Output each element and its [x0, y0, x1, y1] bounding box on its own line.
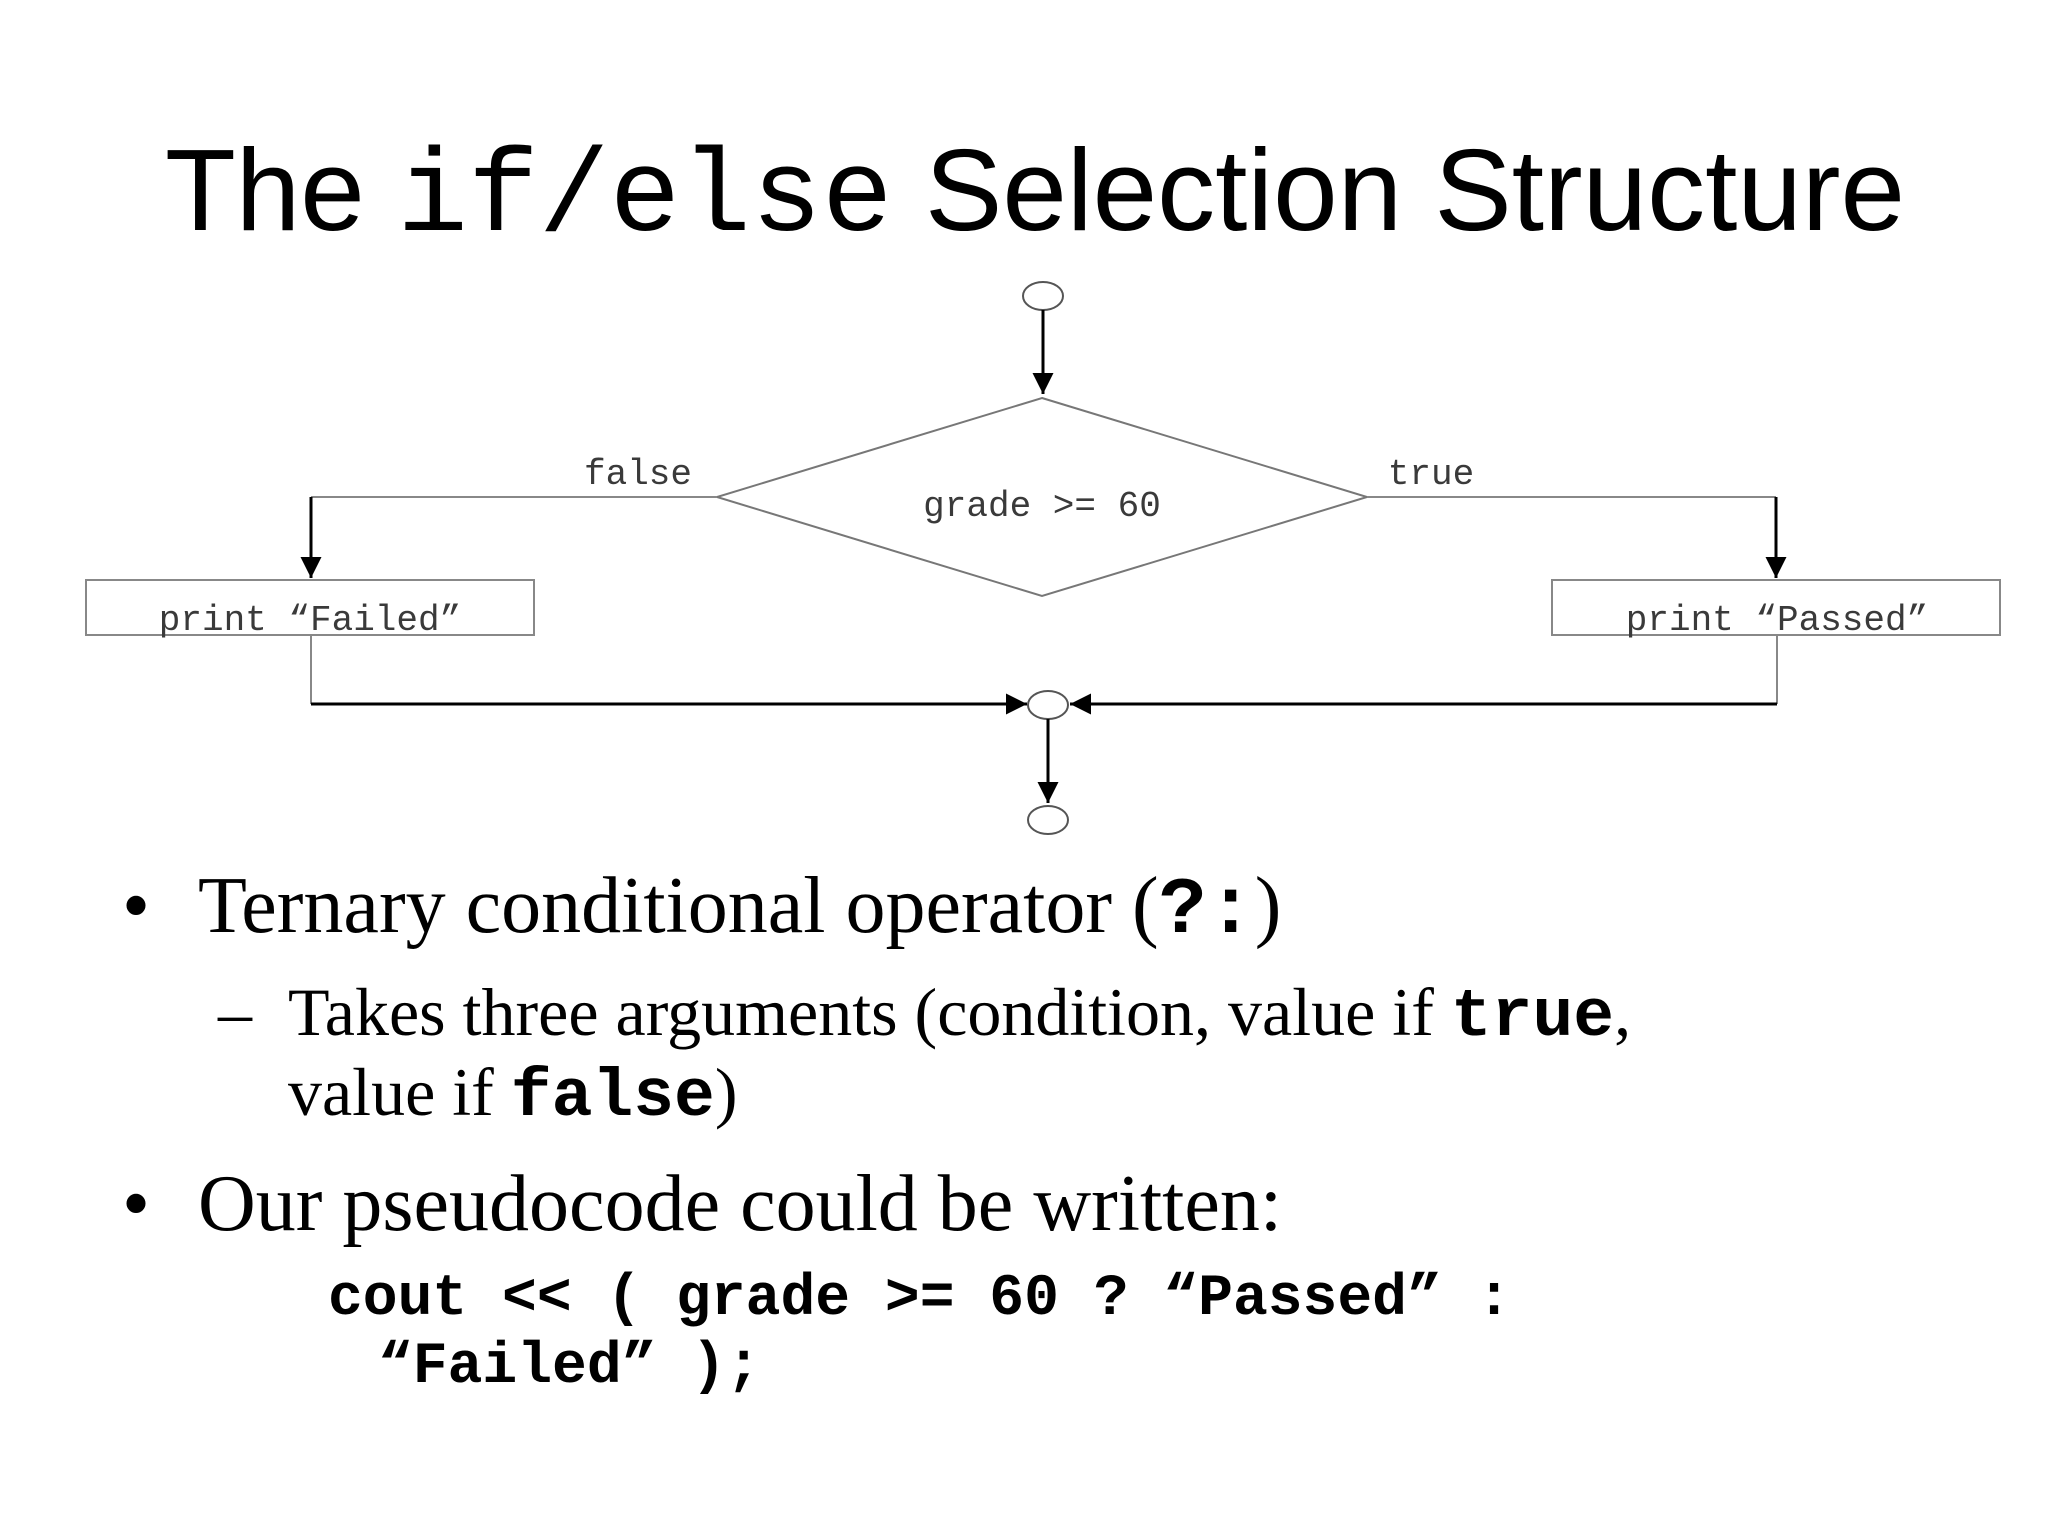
bullet-text: Ternary conditional operator (: [198, 862, 1159, 950]
subbullet-line1-after: ,: [1614, 974, 1632, 1050]
subbullet-line1-code: true: [1450, 979, 1615, 1056]
title-code: if/else: [397, 133, 893, 266]
code-line-1: cout << ( grade >= 60 ? “Passed” :: [328, 1267, 1512, 1332]
bullet-text: Our pseudocode could be written:: [198, 1160, 1283, 1248]
subbullet-line2-after: ): [714, 1054, 738, 1130]
merge-node: [1027, 690, 1069, 720]
true-label: true: [1388, 454, 1474, 495]
subbullet-three-arguments: – Takes three arguments (condition, valu…: [218, 972, 2018, 1136]
subbullet-line2-text: value if: [288, 1054, 511, 1130]
bullet-code: ?:: [1158, 866, 1255, 957]
code-line-2: “Failed” );: [378, 1335, 761, 1400]
title-prefix: The: [164, 125, 365, 255]
subbullet-line2-code: false: [510, 1059, 715, 1136]
bullet-marker: •: [122, 862, 151, 950]
end-node: [1027, 805, 1069, 835]
failed-action-text: print “Failed”: [159, 600, 461, 641]
title-suffix: Selection Structure: [924, 125, 1906, 255]
decision-condition: grade >= 60: [923, 486, 1161, 527]
subbullet-marker: –: [218, 974, 252, 1050]
failed-action-box: [85, 579, 535, 636]
passed-action-box: [1551, 579, 2001, 636]
decision-diamond: [713, 396, 1371, 598]
passed-action-text: print “Passed”: [1626, 600, 1928, 641]
bullet-text-after: ): [1254, 862, 1282, 950]
subbullet-line1-text: Takes three arguments (condition, value …: [288, 974, 1451, 1050]
false-label: false: [584, 454, 692, 495]
start-node: [1022, 281, 1064, 311]
slide-title: The if/else Selection Structure: [0, 125, 2048, 265]
bullet-marker: •: [122, 1160, 151, 1248]
